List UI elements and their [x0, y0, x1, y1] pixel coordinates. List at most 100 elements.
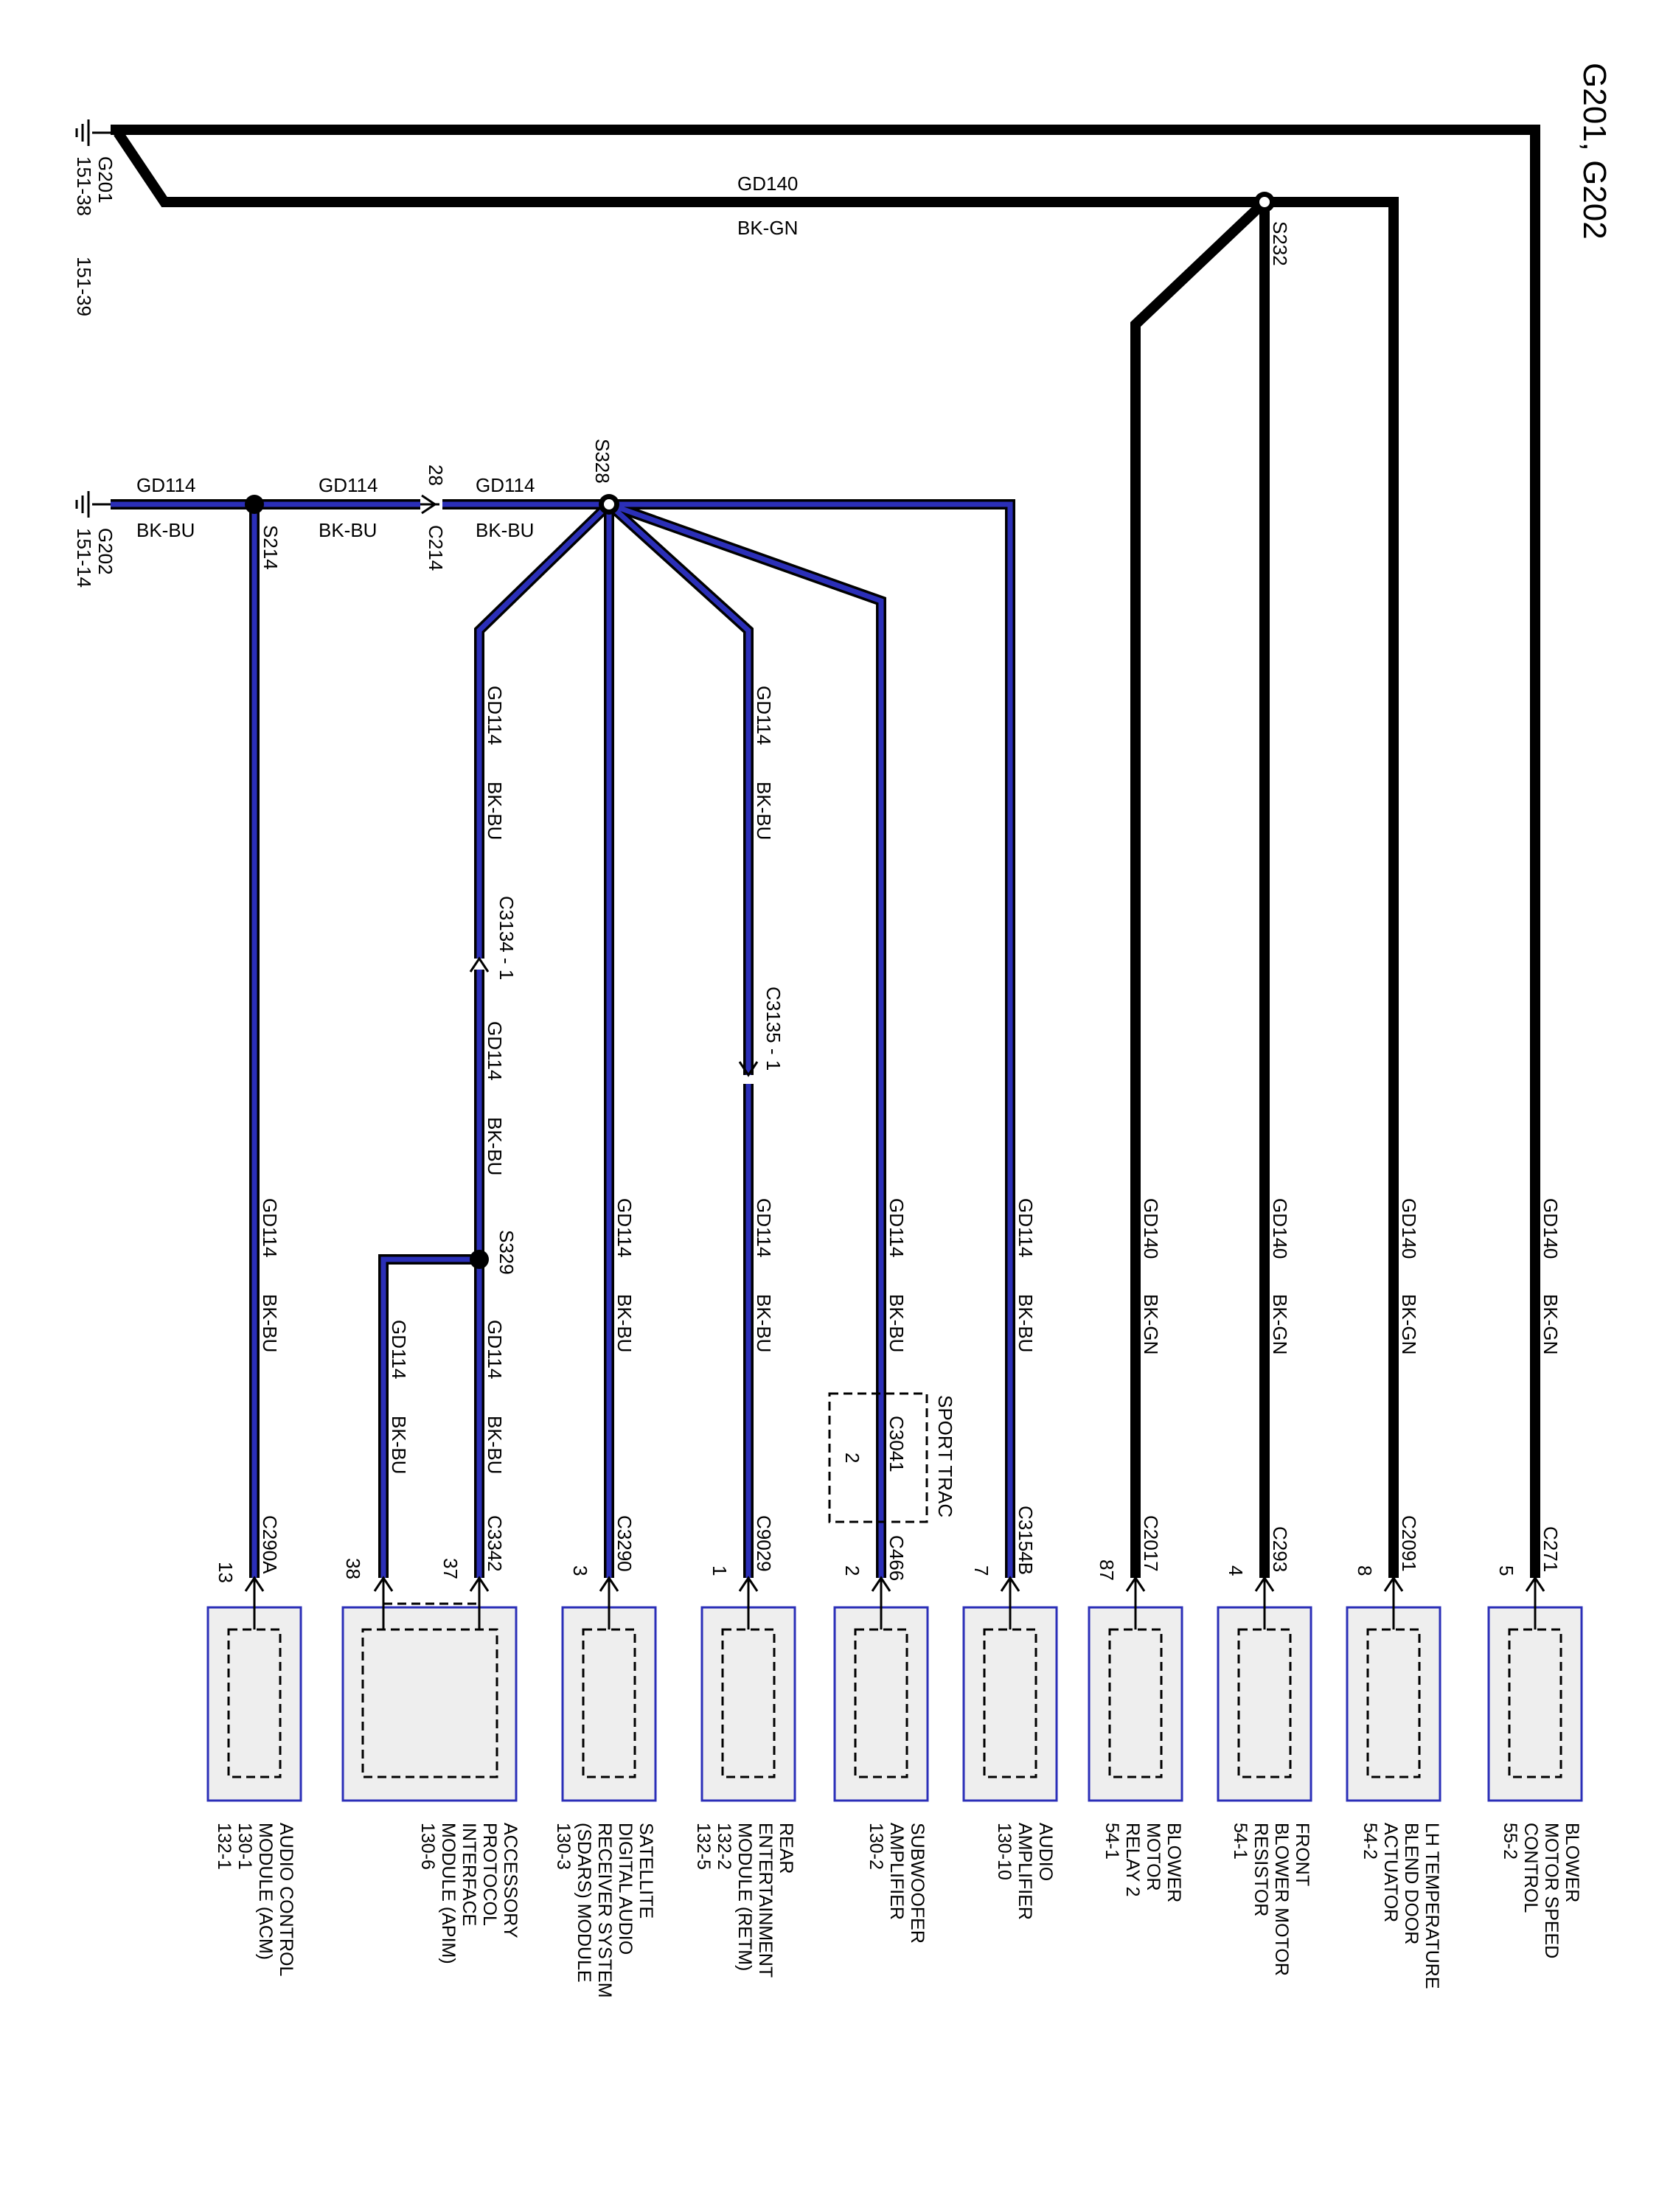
gd114-color-subwoofer: BK-BU [886, 1294, 908, 1352]
module-sdars-line-5: 130-3 [553, 1823, 574, 1870]
module-blower-motor-speed-control [1487, 1576, 1583, 1802]
gd114-color-apim-middle: BK-BU [484, 1117, 506, 1175]
module-resistor-line-1: FRONT [1292, 1823, 1312, 1886]
module-relay-line-2: MOTOR [1143, 1823, 1164, 1891]
gd140-label-speed: GD140 [1540, 1198, 1562, 1259]
splice-s329-label: S329 [495, 1230, 518, 1275]
module-apim-line-3: INTERFACE [459, 1823, 479, 1926]
connector-c3135-label: C3135 - 1 [762, 987, 785, 1071]
connector-c3135-symbol [738, 1061, 759, 1077]
gd114-label-apim-38: GD114 [388, 1320, 410, 1379]
module-subwoofer-line-3: 130-2 [866, 1823, 886, 1870]
module-retm-line-1: REAR [776, 1823, 796, 1874]
module-relay-line-4: 54-1 [1102, 1823, 1122, 1860]
ground-g201-symbol [75, 119, 111, 146]
gd114-color-s328: BK-BU [476, 519, 534, 541]
module-retm-line-5: 132-5 [693, 1823, 714, 1870]
gd114-label-apim-37: GD114 [484, 1320, 506, 1379]
module-speed-line-4: 55-2 [1500, 1823, 1520, 1860]
module-resistor-pin: 4 [1225, 1565, 1247, 1576]
gd140-color-relay: BK-GN [1140, 1294, 1162, 1354]
module-audio-amp-connector: C3154B [1015, 1506, 1037, 1575]
gd114-label-sdars: GD114 [613, 1198, 636, 1257]
module-audio-amp-line-2: AMPLIFIER [1015, 1823, 1035, 1920]
module-audio-amp-line-1: AUDIO [1035, 1823, 1056, 1881]
module-speed-pin: 5 [1495, 1565, 1517, 1576]
module-speed-line-3: CONTROL [1520, 1823, 1541, 1913]
module-speed-line-2: MOTOR SPEED [1541, 1823, 1562, 1958]
module-apim-pin-38: 38 [342, 1558, 364, 1579]
module-apim-line-4: MODULE (APIM) [438, 1823, 459, 1964]
gd114-label-g202: GD114 [136, 474, 195, 496]
module-sdars-pin: 3 [569, 1565, 591, 1576]
gd114-color-retm-upper: BK-BU [753, 782, 775, 840]
splice-s214-dot [245, 495, 264, 514]
ground-g201-ref-1: 151-38 [73, 156, 95, 216]
module-sdars-line-2: DIGITAL AUDIO [615, 1823, 636, 1955]
gd140-label-resistor: GD140 [1269, 1198, 1291, 1259]
diagram-title: G201, G202 [1576, 63, 1613, 240]
module-acm-line-3: 130-1 [234, 1823, 255, 1870]
module-acm-line-2: MODULE (ACM) [255, 1823, 276, 1960]
module-relay-connector: C2017 [1140, 1515, 1162, 1572]
module-blend-connector: C2091 [1398, 1515, 1420, 1572]
gd114-label-apim-middle: GD114 [484, 1021, 506, 1080]
wire-gd140-blower-relay [1130, 198, 1268, 1578]
module-retm [700, 1576, 796, 1802]
module-apim [341, 1576, 518, 1802]
gd114-label-audio-amp: GD114 [1015, 1198, 1037, 1257]
gd140-color-blend: BK-GN [1398, 1294, 1420, 1354]
gd140-color-speed: BK-GN [1540, 1294, 1562, 1354]
connector-c3134-label: C3134 - 1 [495, 896, 518, 980]
module-subwoofer-pin: 2 [841, 1565, 863, 1576]
wire-gd140-blower-speed-control [111, 125, 1540, 1578]
module-apim-line-5: 130-6 [417, 1823, 438, 1870]
connector-c214-pin: 28 [425, 465, 447, 486]
module-subwoofer-line-2: AMPLIFIER [886, 1823, 907, 1920]
gd140-trunk-color: BK-GN [737, 217, 798, 239]
ground-g201-ref-2: 151-39 [73, 257, 95, 316]
gd114-color-retm: BK-BU [753, 1294, 775, 1352]
module-retm-line-3: MODULE (RETM) [734, 1823, 755, 1971]
connector-c3041-pin: 2 [841, 1453, 863, 1463]
module-retm-pin: 1 [709, 1565, 731, 1576]
connector-c3041-box [828, 1392, 928, 1523]
module-retm-line-2: ENTERTAINMENT [755, 1823, 776, 1978]
gd140-label-relay: GD140 [1140, 1198, 1162, 1259]
module-apim-line-2: PROTOCOL [479, 1823, 500, 1926]
gd114-label-retm-upper: GD114 [753, 686, 775, 745]
module-acm [206, 1576, 302, 1802]
module-retm-connector: C9029 [753, 1515, 775, 1572]
gd114-label-apim-upper: GD114 [484, 686, 506, 745]
module-blend-line-3: ACTUATOR [1380, 1823, 1401, 1922]
module-resistor-connector: C293 [1269, 1526, 1291, 1572]
module-resistor-line-4: 54-1 [1230, 1823, 1251, 1860]
module-apim-connector: C3342 [484, 1515, 506, 1572]
splice-s328-label: S328 [591, 439, 613, 484]
wire-gd140-trunk [114, 130, 1265, 207]
gd114-color-apim-38: BK-BU [388, 1416, 410, 1474]
module-blend-line-2: BLEND DOOR [1401, 1823, 1422, 1944]
module-resistor-line-3: RESISTOR [1251, 1823, 1271, 1916]
splice-s329-dot [470, 1250, 489, 1269]
ground-g202-ref-1: 151-14 [73, 528, 95, 588]
gd114-color-sdars: BK-BU [613, 1294, 636, 1352]
module-resistor-line-2: BLOWER MOTOR [1271, 1823, 1292, 1976]
module-sdars-line-4: (SDARS) MODULE [574, 1823, 594, 1983]
module-acm-connector: C290A [259, 1515, 281, 1574]
module-subwoofer-amplifier [833, 1576, 929, 1802]
ground-g202-symbol [75, 491, 111, 518]
module-blower-motor-relay [1088, 1576, 1183, 1802]
gd114-label-subwoofer: GD114 [886, 1198, 908, 1257]
connector-c3134-symbol [469, 956, 490, 973]
module-sdars [561, 1576, 657, 1802]
splice-s214-label: S214 [260, 525, 282, 570]
module-apim-pin-37: 37 [439, 1558, 462, 1579]
gd114-color-g202: BK-BU [136, 519, 195, 541]
module-relay-line-3: RELAY 2 [1122, 1823, 1143, 1897]
gd140-trunk-circuit: GD140 [737, 173, 798, 195]
module-blend-line-4: 54-2 [1360, 1823, 1380, 1860]
module-subwoofer-line-1: SUBWOOFER [907, 1823, 928, 1944]
module-acm-line-1: AUDIO CONTROL [276, 1823, 296, 1976]
gd114-label-s328: GD114 [476, 474, 535, 496]
